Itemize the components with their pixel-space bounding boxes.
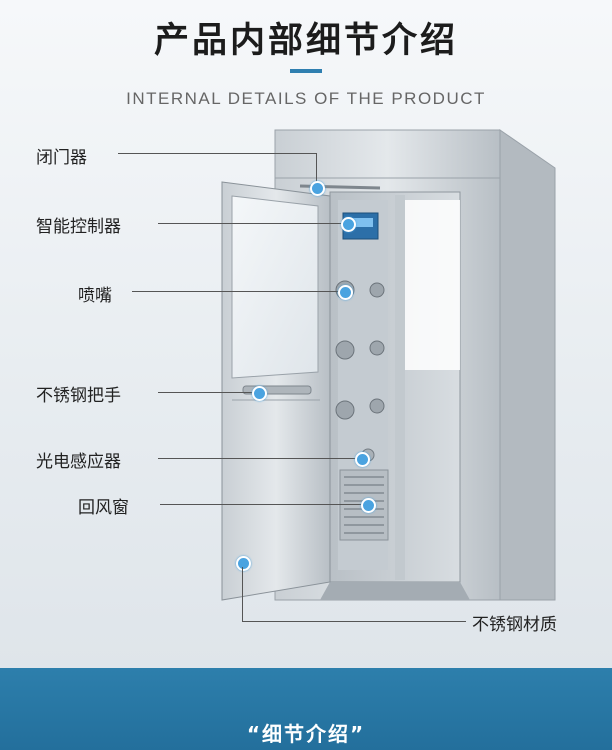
air-shower-illustration <box>221 129 556 601</box>
marker-door-closer <box>310 181 325 196</box>
marker-nozzle <box>338 285 353 300</box>
marker-return-air-window <box>361 498 376 513</box>
cabinet-side <box>499 129 556 601</box>
title-underline <box>290 69 322 73</box>
leader-drop-door-closer <box>316 153 317 187</box>
cabinet-top <box>274 129 501 179</box>
leader-line-photo-sensor <box>158 458 358 459</box>
leader-drop-stainless-material <box>242 567 243 621</box>
leader-line-door-closer <box>118 153 316 154</box>
label-stainless-material: 不锈钢材质 <box>472 615 557 635</box>
leader-line-smart-controller <box>158 223 348 224</box>
leader-line-return-air-window <box>160 504 366 505</box>
label-door-closer: 闭门器 <box>36 148 87 168</box>
door-glass <box>231 195 319 379</box>
label-photo-sensor: 光电感应器 <box>36 452 121 472</box>
floor-plate <box>320 582 470 600</box>
leader-line-steel-handle <box>158 392 258 393</box>
marker-steel-handle <box>252 386 267 401</box>
leader-line-nozzle <box>132 291 342 292</box>
leader-line-stainless-material <box>242 621 466 622</box>
label-steel-handle: 不锈钢把手 <box>36 386 121 406</box>
marker-photo-sensor <box>355 452 370 467</box>
rear-frame <box>395 195 405 580</box>
label-return-air-window: 回风窗 <box>78 498 129 518</box>
footer-title: “细节介绍” <box>246 722 366 746</box>
marker-stainless-material <box>236 556 251 571</box>
label-smart-controller: 智能控制器 <box>36 217 121 237</box>
footer-banner <box>0 668 612 750</box>
controller-screen <box>348 218 373 227</box>
label-nozzle: 喷嘴 <box>78 286 112 306</box>
rear-window <box>400 200 460 370</box>
page-title: 产品内部细节介绍 <box>153 21 458 61</box>
page-subtitle: INTERNAL DETAILS OF THE PRODUCT <box>126 89 486 108</box>
marker-smart-controller <box>341 217 356 232</box>
